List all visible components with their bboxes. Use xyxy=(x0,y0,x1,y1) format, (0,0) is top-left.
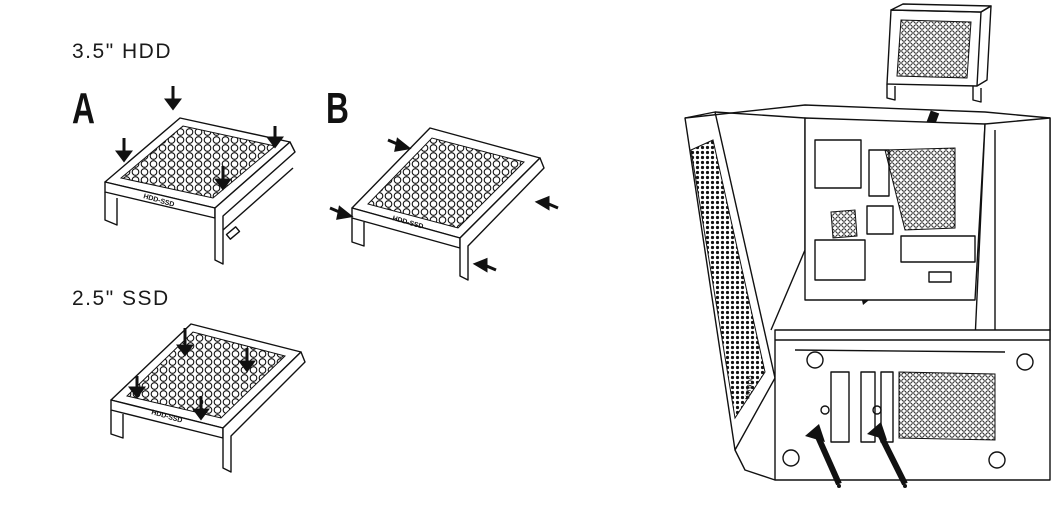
screw-icon xyxy=(805,424,842,488)
motherboard-tray-cutouts xyxy=(814,139,976,283)
option-b-label: B xyxy=(326,84,349,133)
drive-tray-insert xyxy=(886,3,992,103)
down-arrow-icon xyxy=(192,396,210,421)
hdd-tray-option-b: HDD-SSD xyxy=(329,127,559,281)
right-arrow-icon xyxy=(329,205,354,220)
option-a-label: A xyxy=(72,84,95,133)
right-arrow-icon xyxy=(387,137,412,152)
down-arrow-icon xyxy=(214,166,232,191)
hdd-section-title: 3.5" HDD xyxy=(72,40,172,63)
down-arrow-icon xyxy=(164,86,182,111)
down-arrow-icon xyxy=(115,138,133,163)
mounting-hole-icons xyxy=(782,351,1034,469)
left-arrow-icon xyxy=(534,195,559,211)
screw-icon xyxy=(867,422,908,488)
ssd-tray: HDD-SSD xyxy=(110,323,306,473)
chassis-brand-mark: vorago xyxy=(742,374,755,400)
hdd-tray-option-a: HDD-SSD xyxy=(104,86,296,265)
down-arrow-icon xyxy=(238,348,256,373)
down-arrow-icon xyxy=(128,376,146,399)
ssd-section-title: 2.5" SSD xyxy=(72,287,170,310)
down-arrow-icon xyxy=(266,126,284,149)
down-arrow-icon xyxy=(176,328,194,357)
left-arrow-icon xyxy=(472,257,497,273)
pc-chassis: vorago xyxy=(684,3,1051,488)
